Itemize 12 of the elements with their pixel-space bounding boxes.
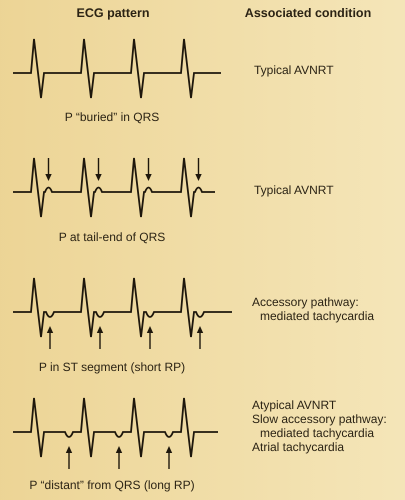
ecg-caption: P “buried” in QRS <box>64 110 160 124</box>
condition-text: Atrial tachycardia <box>252 440 344 454</box>
column-header: ECG pattern <box>76 6 150 20</box>
ecg-caption: P at tail-end of QRS <box>58 230 166 244</box>
condition-text: Slow accessory pathway: mediated tachycardia <box>252 412 388 440</box>
condition-text: Typical AVNRT <box>254 183 334 197</box>
condition-text: Typical AVNRT <box>254 63 334 77</box>
condition-text: Accessory pathway: mediated tachycardia <box>252 295 376 323</box>
ecg-caption: P “distant” from QRS (long RP) <box>29 478 195 492</box>
ecg-caption: P in ST segment (short RP) <box>38 360 186 374</box>
column-header: Associated condition <box>244 6 372 20</box>
condition-text: Atypical AVNRT <box>252 398 336 412</box>
